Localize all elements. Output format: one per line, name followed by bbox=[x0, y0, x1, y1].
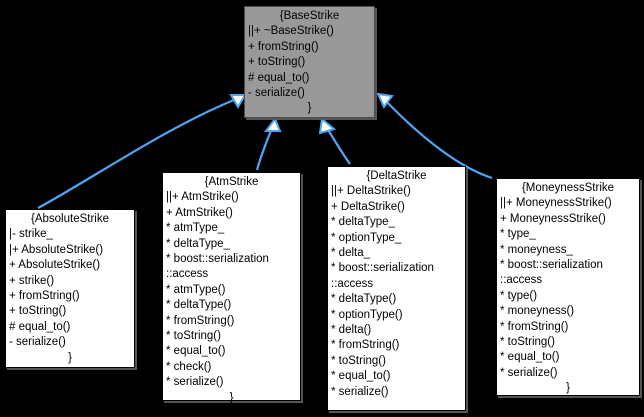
class-line: * serialize() bbox=[500, 366, 558, 379]
class-line: * deltaType_ bbox=[331, 216, 395, 229]
edge-atm-strike-to-base-strike bbox=[255, 117, 282, 171]
class-line: * equal_to() bbox=[500, 351, 560, 364]
class-line: } bbox=[566, 382, 570, 395]
class-line: {MoneynessStrike bbox=[521, 182, 615, 194]
class-line: + MoneynessStrike() bbox=[500, 212, 606, 225]
class-line: |- strike_ bbox=[9, 228, 53, 241]
class-line: ||+ MoneynessStrike() bbox=[500, 197, 612, 210]
class-line: * boost::serialization bbox=[500, 259, 603, 272]
class-line: # equal_to() bbox=[248, 71, 310, 84]
class-line: * boost::serialization bbox=[331, 262, 434, 275]
class-line: * boost::serialization bbox=[166, 253, 269, 266]
class-box-delta-strike[interactable]: {DeltaStrike ||+ DeltaStrike() + DeltaSt… bbox=[327, 166, 466, 411]
class-line: ::access bbox=[331, 277, 374, 290]
class-line: * check() bbox=[166, 360, 212, 373]
class-line: {AtmStrike bbox=[204, 176, 259, 188]
class-line: * deltaType() bbox=[166, 299, 232, 312]
class-line: } bbox=[68, 351, 72, 364]
class-body-atm-strike: {AtmStrike ||+ AtmStrike() + AtmStrike()… bbox=[163, 175, 300, 406]
class-body-delta-strike: {DeltaStrike ||+ DeltaStrike() + DeltaSt… bbox=[328, 169, 465, 400]
class-line: * equal_to() bbox=[166, 345, 226, 358]
class-line: * deltaType() bbox=[331, 293, 397, 306]
class-line: + AbsoluteStrike() bbox=[9, 259, 101, 272]
class-line: - serialize() bbox=[248, 87, 305, 100]
class-line: * optionType() bbox=[331, 308, 403, 321]
class-line: # equal_to() bbox=[9, 320, 71, 333]
class-line: * toString() bbox=[500, 336, 555, 349]
class-line: } bbox=[229, 391, 234, 404]
class-line: * atmType_ bbox=[166, 222, 225, 235]
class-box-absolute-strike[interactable]: {AbsoluteStrike |- strike_ |+ AbsoluteSt… bbox=[5, 209, 135, 368]
class-line: * fromString() bbox=[166, 314, 235, 327]
class-line: ||+ AtmStrike() bbox=[166, 191, 239, 204]
class-box-atm-strike[interactable]: {AtmStrike ||+ AtmStrike() + AtmStrike()… bbox=[162, 172, 301, 404]
class-line: {BaseStrike bbox=[279, 10, 340, 22]
class-line: * serialize() bbox=[166, 376, 224, 389]
class-line: * type() bbox=[500, 289, 538, 302]
class-line: |+ AbsoluteStrike() bbox=[9, 243, 104, 256]
class-line: * type_ bbox=[500, 228, 536, 241]
class-line: * toString() bbox=[166, 330, 221, 343]
class-box-base-strike[interactable]: {BaseStrike ||+ ~BaseStrike() + fromStri… bbox=[244, 6, 375, 118]
class-line: * deltaType_ bbox=[166, 237, 230, 250]
class-line: * fromString() bbox=[331, 339, 400, 352]
class-line: * delta_ bbox=[331, 247, 371, 260]
class-line: * toString() bbox=[331, 354, 386, 367]
class-line: + fromString() bbox=[248, 40, 319, 53]
class-line: + toString() bbox=[248, 56, 306, 69]
class-line: + fromString() bbox=[9, 290, 80, 303]
class-line: * moneyness_ bbox=[500, 243, 573, 256]
class-line: + toString() bbox=[9, 305, 67, 318]
class-line: * atmType() bbox=[166, 283, 226, 296]
class-line: {DeltaStrike bbox=[366, 170, 427, 182]
class-body-base-strike: {BaseStrike ||+ ~BaseStrike() + fromStri… bbox=[245, 9, 374, 117]
edge-delta-strike-to-base-strike bbox=[318, 117, 351, 165]
class-line: ||+ ~BaseStrike() bbox=[248, 25, 334, 38]
class-line: + strike() bbox=[9, 274, 55, 287]
class-line: - serialize() bbox=[9, 336, 66, 349]
class-line: ::access bbox=[500, 274, 543, 287]
class-line: + DeltaStrike() bbox=[331, 200, 405, 213]
class-line: * moneyness() bbox=[500, 305, 575, 318]
class-line: * serialize() bbox=[331, 385, 389, 398]
class-line: * fromString() bbox=[500, 320, 569, 333]
class-line: * optionType_ bbox=[331, 231, 402, 244]
class-body-moneyness-strike: {MoneynessStrike ||+ MoneynessStrike() +… bbox=[497, 181, 639, 397]
class-line: * equal_to() bbox=[331, 370, 391, 383]
class-box-moneyness-strike[interactable]: {MoneynessStrike ||+ MoneynessStrike() +… bbox=[496, 178, 640, 396]
class-line: ::access bbox=[166, 268, 209, 281]
class-line: ||+ DeltaStrike() bbox=[331, 185, 411, 198]
class-line: {AbsoluteStrike bbox=[31, 213, 109, 225]
class-line: } bbox=[307, 102, 312, 115]
class-line: * delta() bbox=[331, 324, 372, 337]
class-line: + AtmStrike() bbox=[166, 206, 233, 219]
class-body-absolute-strike: {AbsoluteStrike |- strike_ |+ AbsoluteSt… bbox=[6, 212, 134, 366]
